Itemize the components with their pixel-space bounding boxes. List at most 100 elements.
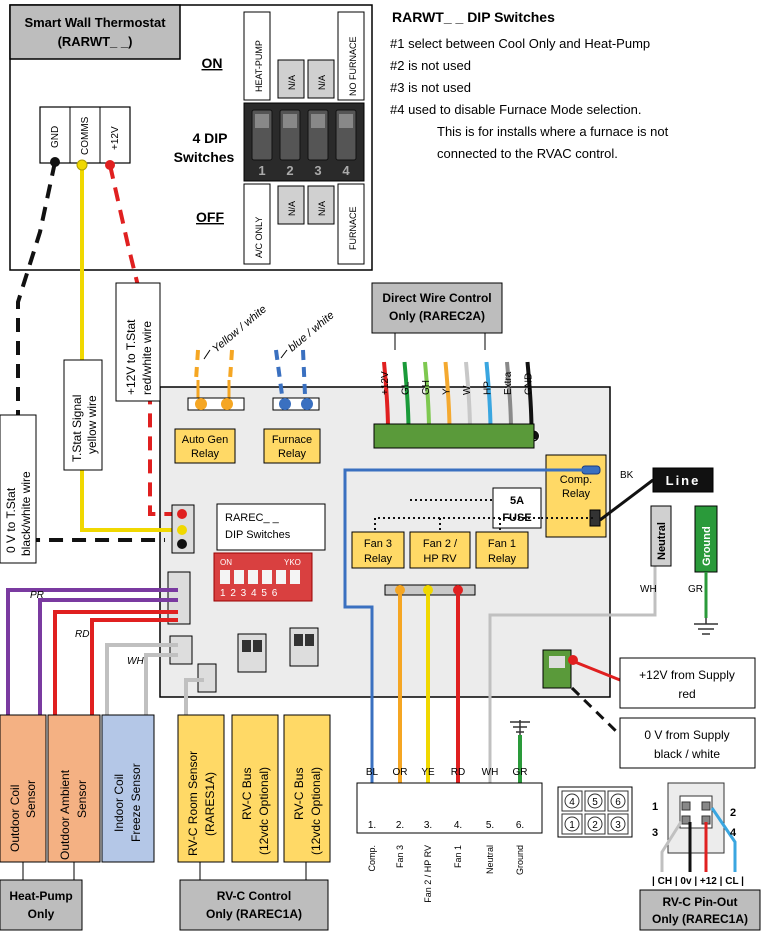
fan1-relay <box>475 531 529 569</box>
dip-switches-label-1: 4 DIP <box>192 130 227 146</box>
heat-pump-only-box <box>0 879 83 931</box>
indoor-coil-line1: Indoor Coil <box>112 774 126 832</box>
strip-color-2: OR <box>393 767 408 778</box>
dip-number-4: 4 <box>342 163 350 178</box>
off-option-box-2 <box>277 185 305 225</box>
dip-note-4: #4 used to disable Furnace Mode selectio… <box>390 102 642 117</box>
fuse-line2: FUSE <box>502 512 531 524</box>
strip-number-5: 5. <box>486 820 494 831</box>
auto-gen-relay <box>174 428 236 464</box>
dip-on-label: ON <box>202 55 223 71</box>
tstat-label-2: yellow wire <box>85 395 99 454</box>
strip-ground-symbol <box>510 720 530 735</box>
rd-label: RD <box>75 629 89 640</box>
bus2-line1: RV-C Bus <box>292 768 306 820</box>
direct-wire-terminal-strip <box>373 423 535 449</box>
tstat-label-box <box>63 359 103 471</box>
room-sensor-line1: RV-C Room Sensor <box>186 751 200 856</box>
white-sensor-wire-2 <box>144 653 178 715</box>
purple-wire-2 <box>38 598 178 715</box>
on-option-box-3 <box>307 59 335 99</box>
thermostat-title: Smart Wall Thermostat <box>24 15 166 30</box>
on-option-box-4 <box>337 11 365 101</box>
neutral-label: Neutral <box>656 522 668 560</box>
pinout-title-2: Only (RAREC1A) <box>652 912 748 926</box>
pinout-blue-wire <box>710 807 737 872</box>
direct-wire-pin-label-5: W <box>462 385 473 395</box>
blue-white-label: blue / white <box>286 309 336 354</box>
direct-wire-title-box <box>371 282 503 334</box>
rvc-bus-2 <box>283 714 331 863</box>
dip-note-3: #3 is not used <box>390 80 471 95</box>
direct-wire-lead-7 <box>505 361 513 431</box>
off-option-na-2: N/A <box>317 201 327 216</box>
direct-wire-lead-2 <box>402 361 411 431</box>
rvc-control-line1: RV-C Control <box>217 889 291 903</box>
strip-color-4: RD <box>451 767 465 778</box>
connector-number-1: 1 <box>652 801 658 813</box>
bus2-line2: (12vdc Optional) <box>309 767 323 855</box>
direct-wire-lead-4 <box>443 361 452 431</box>
fan3-relay <box>351 531 405 569</box>
direct-wire-pin-label-1: +12V <box>380 371 391 395</box>
rarec-dip-numbers: 1 2 3 4 5 6 <box>220 588 278 599</box>
direct-wire-pin-label-8: GND <box>524 373 535 395</box>
line-wire <box>599 478 654 522</box>
outdoor-ambient-line2: Sensor <box>75 780 89 818</box>
plug-pin-3 <box>681 815 691 825</box>
strip-name-1: Comp. <box>367 845 377 872</box>
direct-wire-lead-8 <box>525 361 534 431</box>
rvc-bus-1 <box>231 714 279 863</box>
comms-wire <box>80 165 172 532</box>
bk-label: BK <box>620 470 634 481</box>
pin-grid-circle-2 <box>587 793 603 809</box>
off-option-box-1 <box>243 183 271 265</box>
connector-number-3: 3 <box>652 827 658 839</box>
outdoor-ambient-line1: Outdoor Ambient <box>58 769 72 860</box>
fuse-line1: 5A <box>510 495 524 507</box>
thermostat-title-box <box>9 4 181 60</box>
bus1-line1: RV-C Bus <box>240 768 254 820</box>
outdoor-coil-sensor <box>0 714 47 863</box>
purple-wire-1 <box>6 588 178 715</box>
terminal-12v: +12V <box>110 126 121 150</box>
strip-number-4: 4. <box>454 820 462 831</box>
off-option-box-4 <box>337 183 365 265</box>
strip-name-4: Fan 1 <box>453 845 463 868</box>
rvc-bus-connector-2 <box>289 627 319 667</box>
direct-wire-pin-label-4: Y <box>442 388 453 395</box>
zero-v-supply-line1: 0 V from Supply <box>644 728 729 742</box>
strip-name-3: Fan 2 / HP RV <box>423 845 433 903</box>
dip-number-3: 3 <box>314 163 321 178</box>
direct-wire-pin-label-6: HP <box>483 381 494 395</box>
plus12-label-1: +12V to T.Stat <box>124 319 138 395</box>
terminal-comms: COMMS <box>80 116 91 155</box>
white-sensor-wire-1 <box>105 643 178 715</box>
fan3-line1: Fan 3 <box>364 538 392 550</box>
furnace-line2: Relay <box>278 448 307 460</box>
dip-notes-title: RARWT_ _ DIP Switches <box>392 9 555 25</box>
comp-relay-line2: Relay <box>562 488 591 500</box>
direct-wire-line1: Direct Wire Control <box>382 291 491 305</box>
direct-wire-pin-label-2: GL <box>401 381 412 395</box>
direct-wire-lead-5 <box>464 361 472 431</box>
supply-black-wire <box>570 686 622 737</box>
comp-relay-line1: Comp. <box>560 474 592 486</box>
connector-number-4: 4 <box>730 827 737 839</box>
direct-wire-lead-6 <box>484 361 493 431</box>
pin-grid-circle-6 <box>610 816 626 832</box>
furnace-relay <box>263 428 321 464</box>
outdoor-ambient-sensor <box>47 714 101 863</box>
pin-grid-number-1: 4 <box>569 797 575 808</box>
pin-grid-number-2: 5 <box>592 797 598 808</box>
room-sensor-line2: (RARES1A) <box>203 772 217 836</box>
bus1-line2: (12vdc Optional) <box>257 767 271 855</box>
zero-v-supply-line2: black / white <box>654 747 720 761</box>
fan1-line1: Fan 1 <box>488 538 516 550</box>
pin-grid-circle-4 <box>564 816 580 832</box>
red-sensor-wire-2 <box>90 618 178 715</box>
connector-number-2: 2 <box>730 807 736 819</box>
on-option-no-furnace: NO FURNACE <box>348 36 358 96</box>
